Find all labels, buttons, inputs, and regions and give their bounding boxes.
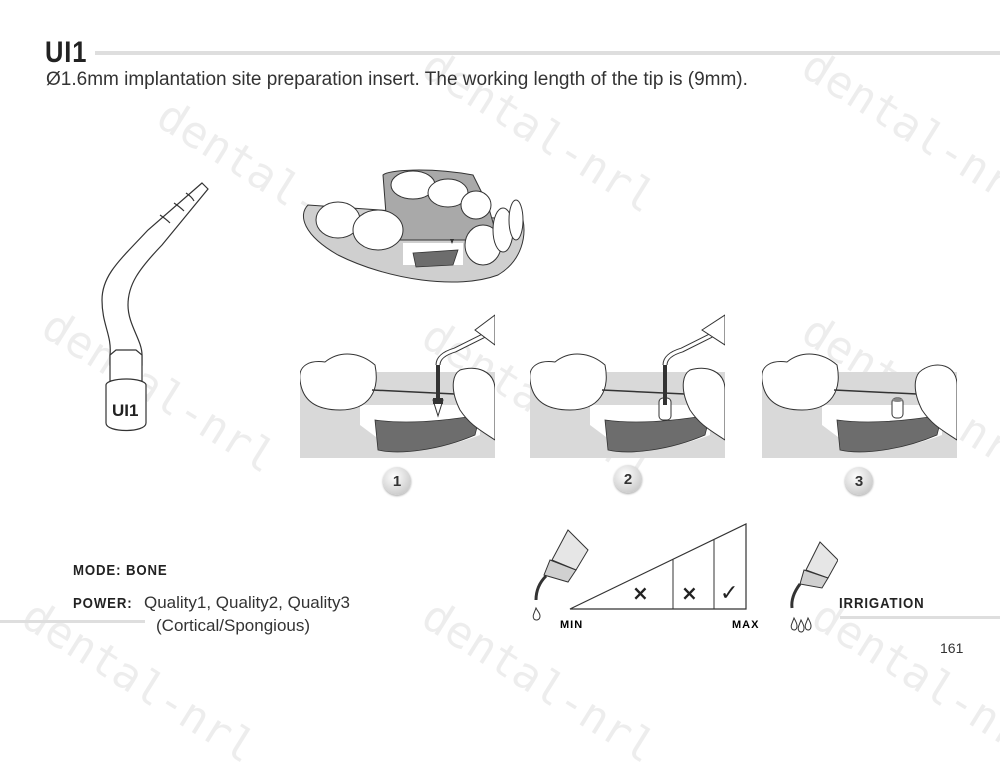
svg-text:MAX: MAX [732,619,759,631]
header-rule [95,51,1000,55]
svg-text:UI1: UI1 [112,401,138,420]
step-badge-2: 2 [614,465,642,493]
step-1-illustration-icon [299,314,496,458]
step-2-illustration-icon [529,314,726,458]
power-subtitle: (Cortical/Spongious) [156,616,311,635]
step-2-panel [529,310,726,458]
step-3-panel [761,310,958,458]
power-value: Quality1, Quality2, Quality3 [144,593,350,612]
power-label: POWER: [73,595,133,612]
page-subtitle: Ø1.6mm implantation site preparation ins… [46,69,748,90]
step-1-panel [299,310,496,458]
insert-tip-icon: UI1 [101,182,209,432]
step-3-illustration-icon [761,353,958,458]
handpiece-icon [532,529,589,621]
svg-text:MIN: MIN [560,619,583,631]
step-badge-1: 1 [383,467,411,495]
irrigation-label: IRRIGATION [839,595,925,612]
svg-text:×: × [632,581,649,605]
mode-label: MODE: BONE [73,562,168,579]
page-title: UI1 [45,36,88,69]
footer-rule-left [0,620,145,623]
watermark: dental-nrl [792,40,1000,224]
power-scale-icon: × × ✓ MIN MAX [532,523,759,631]
footer-rule-right [840,616,1000,619]
svg-text:✓: ✓ [720,581,738,606]
svg-text:×: × [681,581,698,605]
page-number: 161 [940,640,964,656]
step-badge-3: 3 [845,467,873,495]
jaw-overview-icon [303,169,525,283]
irrigation-icon [790,541,838,633]
